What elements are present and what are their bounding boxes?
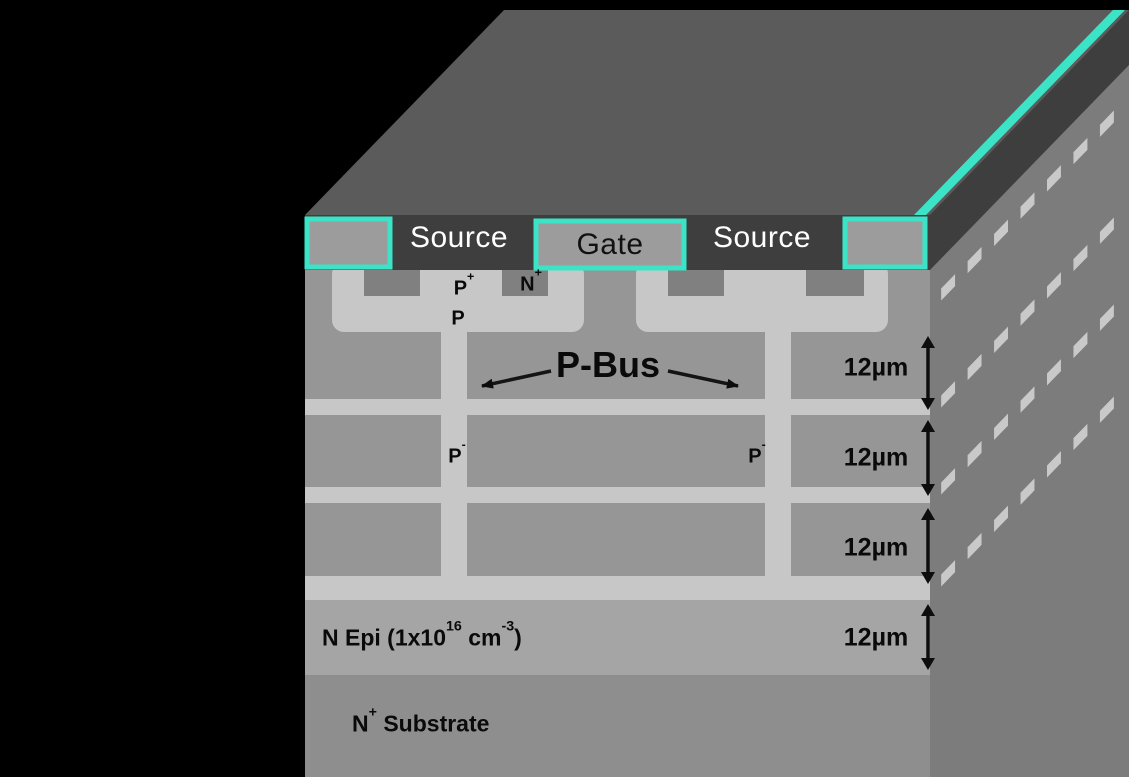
thickness-arrow-4: [921, 604, 935, 670]
side-face-metal-band: [930, 10, 1129, 270]
source-pad-left: [304, 216, 393, 270]
source-pad-right: [842, 216, 928, 270]
top-edge-metal-stripe: [914, 10, 1125, 215]
substrate-layer: [305, 675, 930, 777]
top-face: [305, 10, 1129, 215]
p-bus-arrow-left: [481, 369, 552, 389]
depth-dashes: [941, 110, 1114, 587]
p-column-right: [765, 330, 791, 600]
p-bus-band-3: [305, 576, 930, 600]
n-epi-layer: [305, 600, 930, 675]
p-plus-implant-right: [668, 266, 724, 296]
n-plus-implant-left: [502, 266, 548, 296]
p-bus-arrow-right: [667, 369, 739, 389]
p-bus-band-1: [305, 399, 930, 415]
p-bus-band-2: [305, 487, 930, 503]
thickness-arrow-3: [921, 508, 935, 584]
gate-pad: [533, 218, 687, 271]
p-column-left: [441, 330, 467, 600]
n-plus-implant-right: [806, 266, 864, 296]
thickness-arrow-1: [921, 336, 935, 410]
thickness-arrow-2: [921, 420, 935, 496]
p-plus-implant-left: [364, 266, 420, 296]
